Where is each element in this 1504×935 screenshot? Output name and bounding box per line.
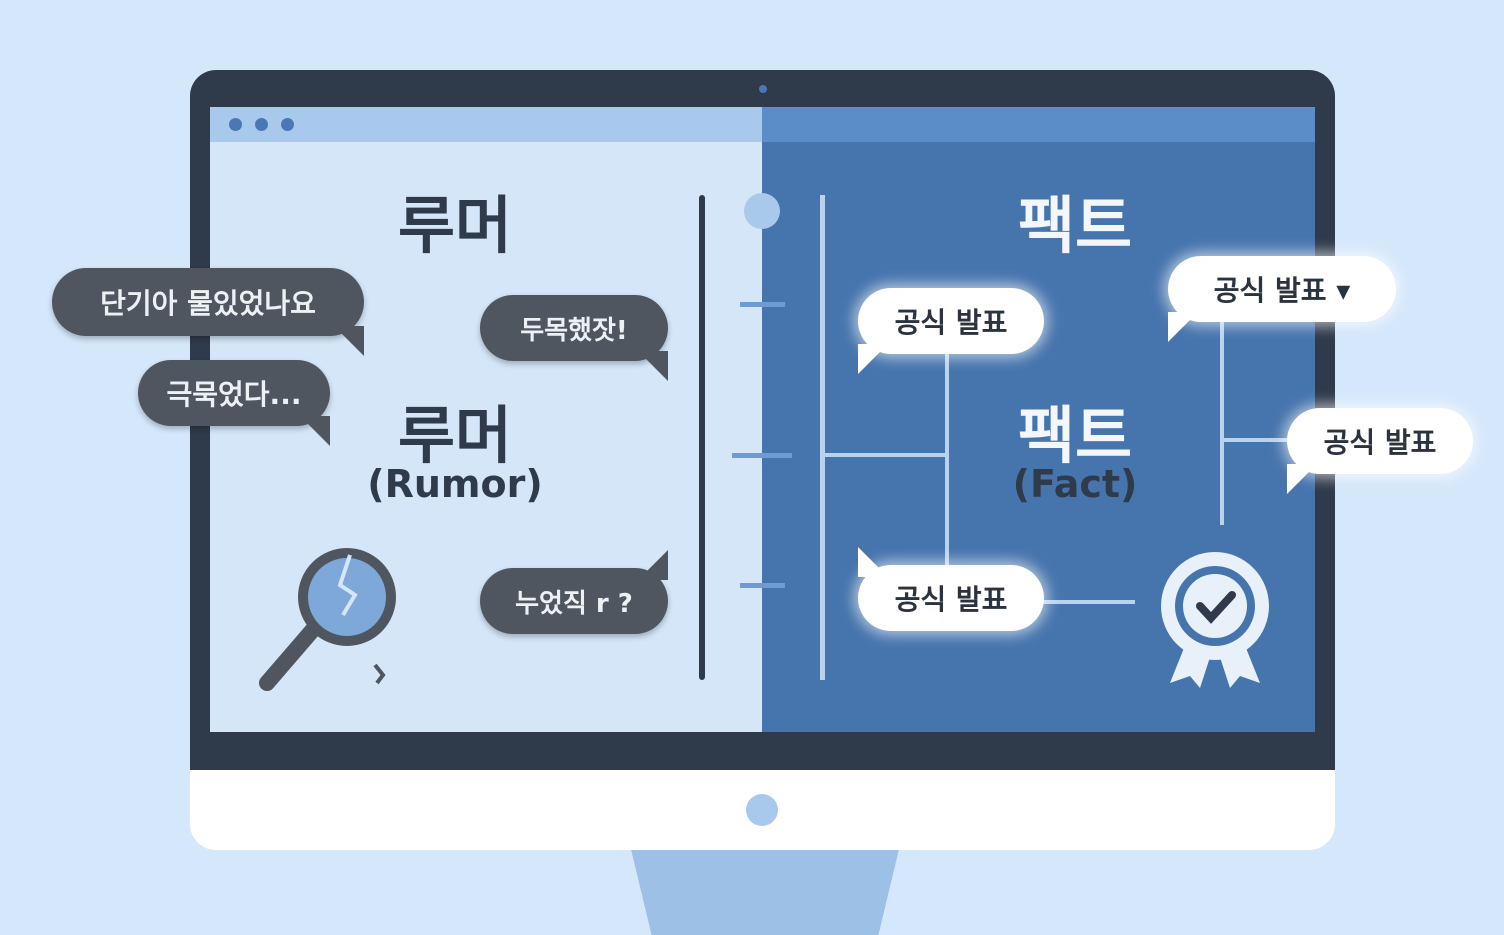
bubble-text: 누었직 r ?	[515, 588, 633, 619]
window-titlebar	[210, 107, 762, 142]
monitor-stand	[630, 845, 900, 935]
rumor-bubble: 단기아 물있었나요	[52, 268, 364, 356]
fact-bubble: 공식 발표	[858, 288, 1044, 374]
fact-subtitle: (Fact)	[1012, 462, 1138, 506]
fact-bubble: 공식 발표	[1287, 408, 1473, 494]
bubble-text: 두목했잣!	[520, 315, 628, 346]
fact-title: 팩트	[1017, 189, 1133, 262]
fact-connector	[1220, 310, 1224, 525]
rumor-bubble: 두목했잣!	[480, 295, 668, 381]
window-dot[interactable]	[281, 118, 294, 131]
bubble-text: 공식 발표	[894, 583, 1008, 616]
timeline-tick	[740, 302, 785, 307]
window-dot[interactable]	[255, 118, 268, 131]
rumor-title-large: 루머	[397, 399, 513, 472]
fact-bubble: 공식 발표	[858, 547, 1044, 631]
timeline-node	[744, 193, 780, 229]
verified-badge-icon	[1161, 552, 1269, 688]
fact-line	[820, 195, 825, 680]
timeline-tick	[740, 583, 785, 588]
fact-title-large: 팩트	[1017, 399, 1133, 472]
divider-line	[699, 195, 705, 680]
monitor-button	[746, 794, 778, 826]
timeline-tick	[732, 453, 792, 458]
fact-connector	[1040, 600, 1135, 604]
fact-bubble: 공식 발표 ▾	[1168, 256, 1396, 342]
bubble-text: 단기아 물있었나요	[100, 287, 316, 320]
bubble-text: 공식 발표	[1323, 426, 1437, 459]
fact-connector	[825, 453, 947, 457]
fact-connector	[1222, 438, 1290, 442]
rumor-bubble: 극묵었다...	[138, 360, 330, 446]
fact-connector	[945, 340, 949, 570]
rumor-bubble: 누었직 r ?	[480, 550, 668, 634]
bubble-text: 극묵었다...	[166, 378, 302, 411]
bubble-text: 공식 발표 ▾	[1213, 274, 1351, 307]
rumor-title: 루머	[397, 189, 513, 262]
camera	[759, 85, 767, 93]
window-titlebar-right	[762, 107, 1315, 142]
rumor-subtitle: (Rumor)	[367, 462, 543, 506]
bubble-text: 공식 발표	[894, 306, 1008, 339]
broken-magnifier-icon	[259, 548, 396, 691]
window-dot[interactable]	[229, 118, 242, 131]
